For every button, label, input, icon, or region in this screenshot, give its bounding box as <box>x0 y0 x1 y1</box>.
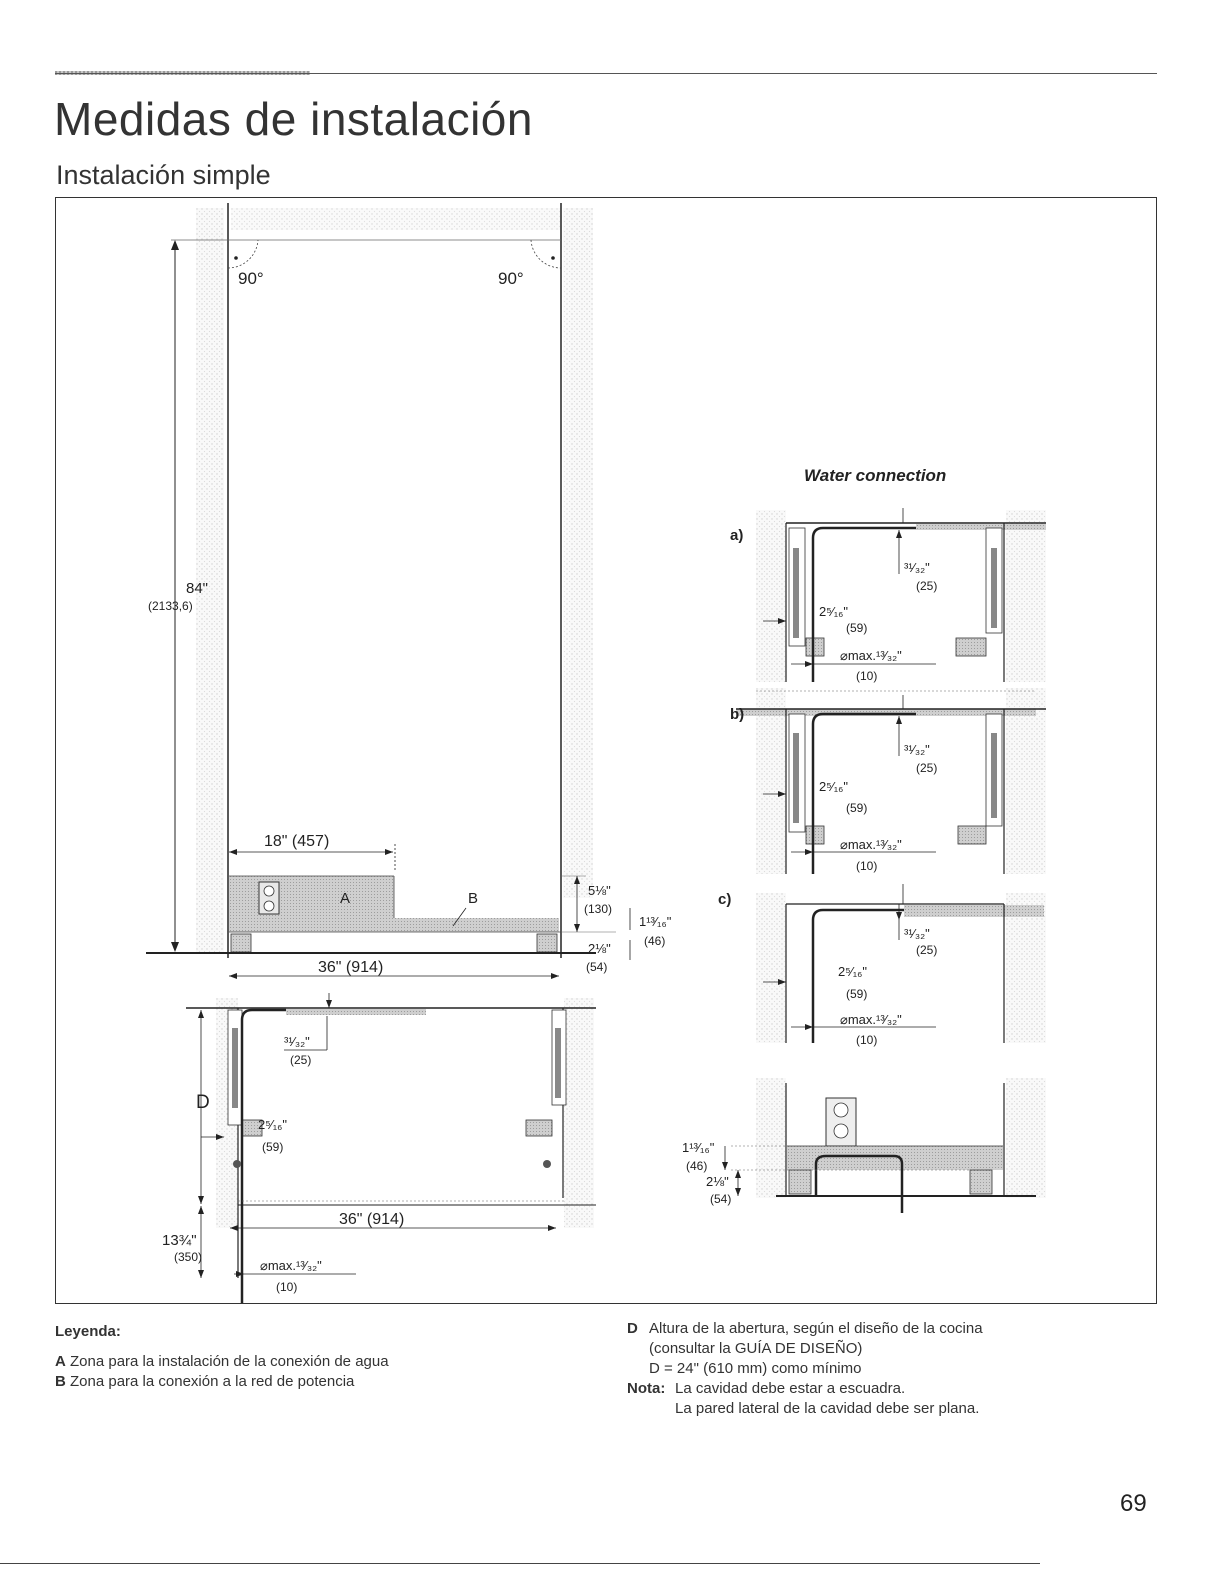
top-dim-31-32: ³¹⁄₃₂" <box>284 1034 310 1049</box>
dim-2-1-8-mm: (54) <box>586 960 607 974</box>
panel-b-dim-31-32: ³¹⁄₃₂" <box>904 742 930 757</box>
panel-a-diameter: ⌀max.¹³⁄₃₂" <box>840 648 902 663</box>
height-dim-label: 84" <box>186 580 208 597</box>
panel-a-dim-31-32: ³¹⁄₃₂" <box>904 560 930 575</box>
height-dim-mm: (2133,6) <box>148 599 193 613</box>
top-width-label: 36" (914) <box>339 1211 404 1228</box>
page-number: 69 <box>1120 1490 1147 1517</box>
front-view: 90° 90° 84" (2133,6) A B 18" (457) <box>146 203 672 979</box>
installation-diagram: 90° 90° 84" (2133,6) A B 18" (457) <box>55 197 1157 1304</box>
water-panel-c: c) ³¹⁄₃₂" (25) 2⁵⁄₁₆" (59) ⌀max.¹³⁄₃₂" (… <box>718 884 1046 1047</box>
top-depth-label: 13¾" <box>162 1232 197 1249</box>
header-rule <box>55 73 1157 74</box>
panel-c-dim-31-32-mm: (25) <box>916 943 937 957</box>
panel-c-label: c) <box>718 891 731 908</box>
legend-item-d: D Altura de la abertura, según el diseño … <box>627 1319 1147 1339</box>
panel-a-dim-2-5-16-mm: (59) <box>846 621 867 635</box>
legend-key-b: B <box>55 1373 66 1390</box>
note-line-1: La cavidad debe estar a escuadra. <box>675 1380 906 1397</box>
top-diameter-mm: (10) <box>276 1280 297 1294</box>
legend-right: D Altura de la abertura, según el diseño … <box>627 1319 1147 1419</box>
top-dim-2-5-16: 2⁵⁄₁₆" <box>258 1117 287 1132</box>
panel-b-label: b) <box>730 706 744 723</box>
angle-left-label: 90° <box>238 269 264 288</box>
panel-b-dim-2-5-16-mm: (59) <box>846 801 867 815</box>
detail-dim-2-1-8: 2⅛" <box>706 1174 729 1189</box>
panel-a-label: a) <box>730 527 743 544</box>
panel-c-dim-2-5-16: 2⁵⁄₁₆" <box>838 964 867 979</box>
label-d: D <box>196 1092 210 1113</box>
panel-c-dim-31-32: ³¹⁄₃₂" <box>904 926 930 941</box>
legend-text-a: Zona para la instalación de la conexión … <box>70 1353 389 1370</box>
panel-c-diameter-mm: (10) <box>856 1033 877 1047</box>
detail-dim-1-13-16-mm: (46) <box>686 1159 707 1173</box>
detail-base-view: 1¹³⁄₁₆" (46) 2⅛" (54) <box>682 1078 1046 1213</box>
panel-a-dim-2-5-16: 2⁵⁄₁₆" <box>819 604 848 619</box>
legend-key-d: D <box>627 1320 638 1337</box>
angle-right-label: 90° <box>498 269 524 288</box>
page-subtitle: Instalación simple <box>56 160 271 190</box>
panel-b-dim-31-32-mm: (25) <box>916 761 937 775</box>
front-width-label: 36" (914) <box>318 959 383 976</box>
note-line-2: La pared lateral de la cavidad debe ser … <box>675 1400 980 1417</box>
top-dim-31-32-mm: (25) <box>290 1053 311 1067</box>
dim-5-1-8-mm: (130) <box>584 902 612 916</box>
top-depth-mm: (350) <box>174 1250 202 1264</box>
legend-text-d1: Altura de la abertura, según el diseño d… <box>649 1320 983 1337</box>
legend-note: Nota: La cavidad debe estar a escuadra. <box>627 1379 1147 1399</box>
page-title: Medidas de instalación <box>54 93 533 145</box>
panel-b-dim-2-5-16: 2⁵⁄₁₆" <box>819 779 848 794</box>
panel-c-diameter: ⌀max.¹³⁄₃₂" <box>840 1012 902 1027</box>
legend-text-b: Zona para la conexión a la red de potenc… <box>70 1373 355 1390</box>
legend-text-d2: (consultar la GUÍA DE DISEÑO) <box>649 1340 863 1357</box>
top-view: ³¹⁄₃₂" (25) D 2⁵⁄₁₆" (59) 36" (914) 13¾"… <box>162 993 596 1303</box>
panel-a-dim-31-32-mm: (25) <box>916 579 937 593</box>
zone-b-label: B <box>468 890 478 907</box>
top-dim-2-5-16-mm: (59) <box>262 1140 283 1154</box>
panel-b-diameter-mm: (10) <box>856 859 877 873</box>
top-diameter-label: ⌀max.¹³⁄₃₂" <box>260 1258 322 1273</box>
panel-c-dim-2-5-16-mm: (59) <box>846 987 867 1001</box>
power-outlet-icon <box>825 1097 857 1147</box>
legend-text-d3: D = 24" (610 mm) como mínimo <box>649 1360 862 1377</box>
legend-key-a: A <box>55 1353 66 1370</box>
panel-a-diameter-mm: (10) <box>856 669 877 683</box>
dim-1-13-16-mm: (46) <box>644 934 665 948</box>
dim-5-1-8: 5⅛" <box>588 883 611 898</box>
dim-1-13-16: 1¹³⁄₁₆" <box>639 914 672 929</box>
detail-dim-1-13-16: 1¹³⁄₁₆" <box>682 1140 715 1155</box>
panel-b-diameter: ⌀max.¹³⁄₃₂" <box>840 837 902 852</box>
water-panel-a: a) ³¹⁄₃₂" (25) 2⁵⁄₁₆" (59) ⌀max.¹³⁄₃₂" (… <box>730 508 1046 683</box>
footer-rule <box>0 1563 1040 1564</box>
power-outlet-icon <box>258 881 280 915</box>
water-connection-title: Water connection <box>804 466 946 485</box>
dim-2-1-8: 2⅛" <box>588 941 611 956</box>
zone-a-label: A <box>340 890 350 907</box>
legend-heading: Leyenda: <box>55 1323 121 1340</box>
detail-dim-2-1-8-mm: (54) <box>710 1192 731 1206</box>
water-panel-b: b) ³¹⁄₃₂" (25) 2⁵⁄₁₆" (59) ⌀max.¹³⁄₃₂" (… <box>730 688 1046 874</box>
zone-width-label: 18" (457) <box>264 833 329 850</box>
note-label: Nota: <box>627 1380 666 1397</box>
